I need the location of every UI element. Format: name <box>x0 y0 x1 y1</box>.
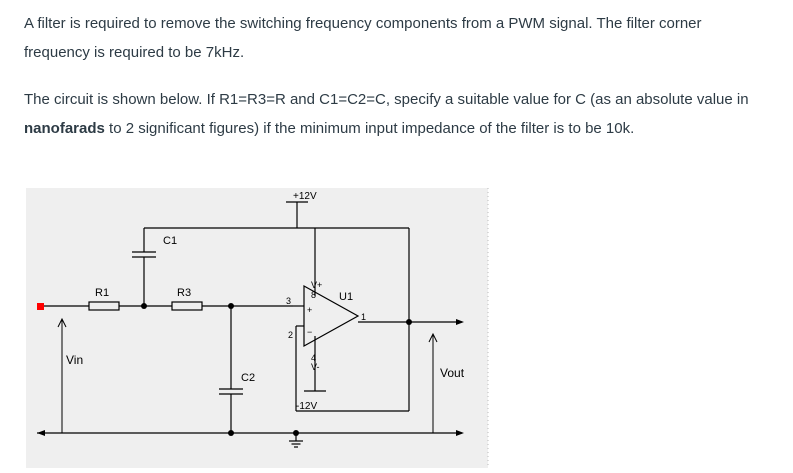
paragraph-2-text-a: The circuit is shown below. If R1=R3=R a… <box>24 91 749 108</box>
label-pin8: 8 <box>311 290 316 300</box>
label-vout: Vout <box>440 366 465 380</box>
label-pin2: 2 <box>288 330 293 340</box>
resistor-r3 <box>171 301 203 311</box>
opamp-u1 <box>303 284 360 348</box>
label-c2: C2 <box>241 372 255 384</box>
label-r3: R3 <box>177 287 191 299</box>
paragraph-2-text-b: to 2 significant figures) if the minimum… <box>104 120 635 137</box>
opamp-plus-sign: + <box>307 305 312 315</box>
question-paragraph-2: The circuit is shown below. If R1=R3=R a… <box>24 85 764 143</box>
label-vplus-supply: +12V <box>293 191 317 202</box>
diagram-background <box>26 188 488 468</box>
input-probe <box>37 303 44 310</box>
label-pin1: 1 <box>361 312 366 322</box>
question-paragraph-1: A filter is required to remove the switc… <box>24 15 702 61</box>
vout-arrow-head <box>428 332 438 343</box>
label-vminus-supply: -12V <box>296 401 317 412</box>
paragraph-2-bold: nanofarads <box>24 120 105 137</box>
label-pin3: 3 <box>286 296 291 306</box>
label-vplus-pin: V+ <box>311 280 322 290</box>
ground-bus-right-arrow <box>456 430 464 436</box>
junction-output <box>406 319 412 325</box>
label-vminus-pin: V- <box>311 362 320 372</box>
vin-arrow-head <box>57 317 67 328</box>
label-pin4: 4 <box>311 353 316 363</box>
label-vin: Vin <box>66 353 83 367</box>
output-arrow <box>456 319 464 325</box>
label-c1: C1 <box>163 235 177 247</box>
label-opamp: U1 <box>339 291 353 303</box>
label-r1: R1 <box>95 287 109 299</box>
junction-c2-ground <box>228 430 234 436</box>
ground-bus-left-arrow <box>37 430 45 436</box>
resistor-r1 <box>88 301 120 311</box>
circuit-svg: + − +12V -12V C1 C2 R1 R3 U1 V+ V- <box>26 188 489 468</box>
opamp-minus-sign: − <box>307 327 312 337</box>
circuit-diagram: + − +12V -12V C1 C2 R1 R3 U1 V+ V- <box>26 185 490 468</box>
